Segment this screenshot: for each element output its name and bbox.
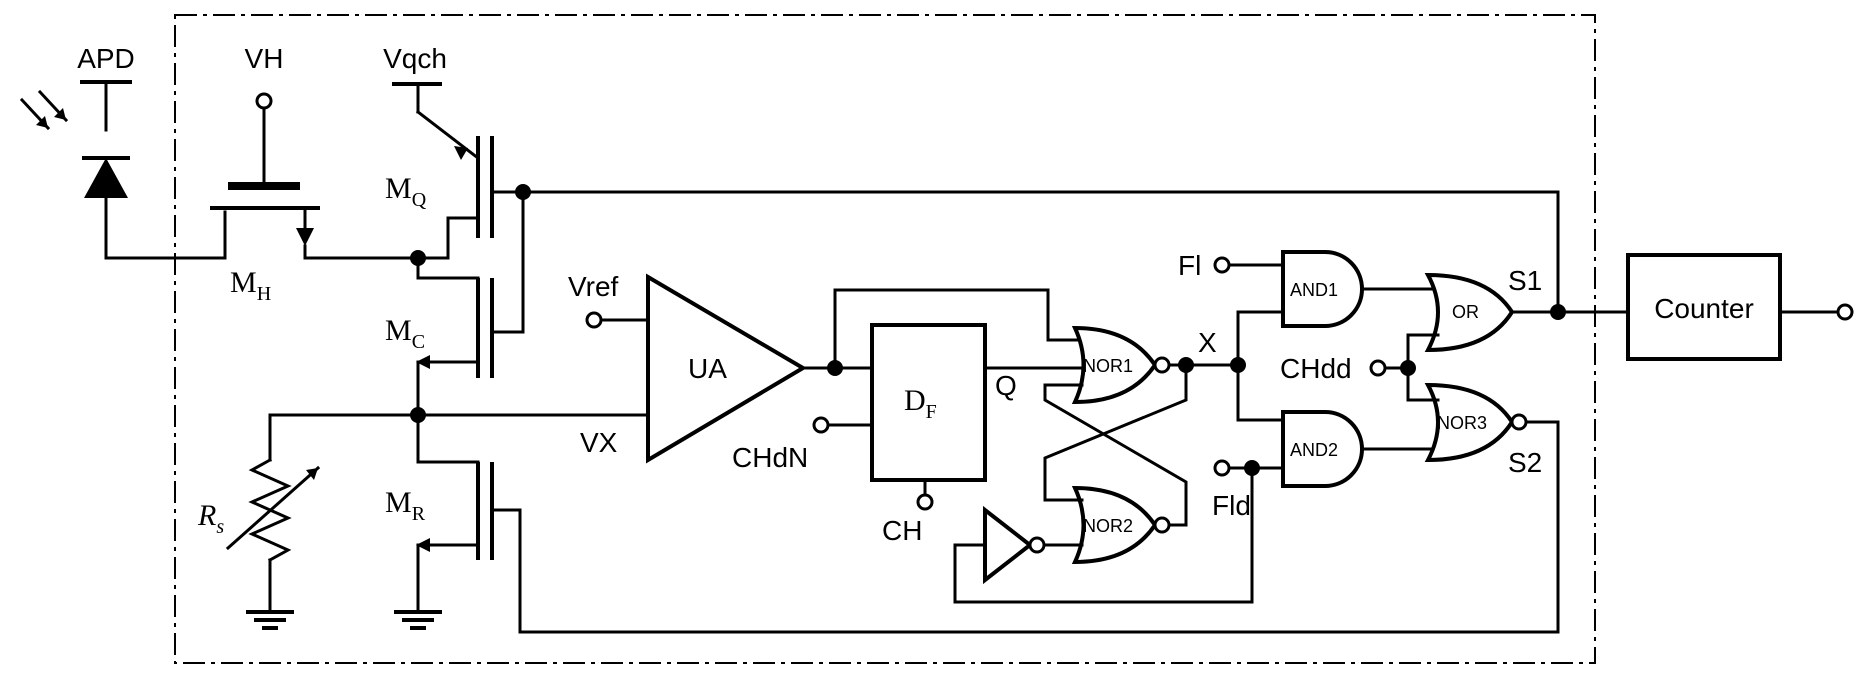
mr-label: MR bbox=[385, 486, 426, 525]
fld-label: Fld bbox=[1212, 490, 1251, 521]
nor1-bubble bbox=[1155, 358, 1169, 372]
s2-label: S2 bbox=[1508, 447, 1542, 478]
nor2-bubble bbox=[1155, 518, 1169, 532]
vh-terminal bbox=[257, 94, 271, 108]
apd-diode bbox=[80, 82, 225, 258]
and1-label: AND1 bbox=[1290, 280, 1338, 300]
inverter-bubble bbox=[1030, 538, 1044, 552]
vref-label: Vref bbox=[568, 271, 619, 302]
vh-label: VH bbox=[245, 43, 284, 74]
nor3-bubble bbox=[1512, 415, 1526, 429]
nor2-label: NOR2 bbox=[1083, 516, 1133, 536]
nor1-label: NOR1 bbox=[1083, 356, 1133, 376]
chdd-label: CHdd bbox=[1280, 353, 1352, 384]
mh-label: MH bbox=[230, 266, 271, 305]
counter-label: Counter bbox=[1654, 293, 1754, 324]
ground-icon-rs bbox=[246, 612, 294, 628]
junction-s1 bbox=[1550, 304, 1566, 320]
ch-label: CH bbox=[882, 515, 922, 546]
junction-fld bbox=[1244, 460, 1260, 476]
or-label: OR bbox=[1452, 302, 1479, 322]
inverter-gate bbox=[985, 510, 1030, 580]
ua-label: UA bbox=[688, 353, 727, 384]
x-label: X bbox=[1198, 327, 1217, 358]
fl-terminal bbox=[1215, 258, 1229, 272]
light-arrows-icon bbox=[22, 92, 66, 128]
mq-transistor bbox=[418, 84, 523, 258]
mc-label: MC bbox=[385, 314, 425, 353]
vx-label: VX bbox=[580, 427, 618, 458]
ground-icon-mr bbox=[394, 612, 442, 628]
chdn-terminal bbox=[814, 418, 828, 432]
fl-label: Fl bbox=[1178, 250, 1201, 281]
fld-terminal bbox=[1215, 461, 1229, 475]
ch-terminal bbox=[918, 495, 932, 509]
rs-resistor bbox=[228, 415, 318, 610]
chdn-label: CHdN bbox=[732, 442, 808, 473]
q-label: Q bbox=[995, 370, 1017, 401]
counter-output-terminal bbox=[1838, 305, 1852, 319]
mq-label: MQ bbox=[385, 172, 427, 211]
rs-label: Rs bbox=[197, 499, 224, 538]
apd-label: APD bbox=[77, 43, 135, 74]
and2-label: AND2 bbox=[1290, 440, 1338, 460]
nor3-out-wire bbox=[1526, 422, 1558, 440]
s1-label: S1 bbox=[1508, 265, 1542, 296]
vref-terminal bbox=[587, 313, 601, 327]
chdd-terminal bbox=[1371, 361, 1385, 375]
mc-transistor bbox=[416, 192, 523, 415]
vqch-label: Vqch bbox=[383, 43, 447, 74]
nor3-label: NOR3 bbox=[1437, 413, 1487, 433]
